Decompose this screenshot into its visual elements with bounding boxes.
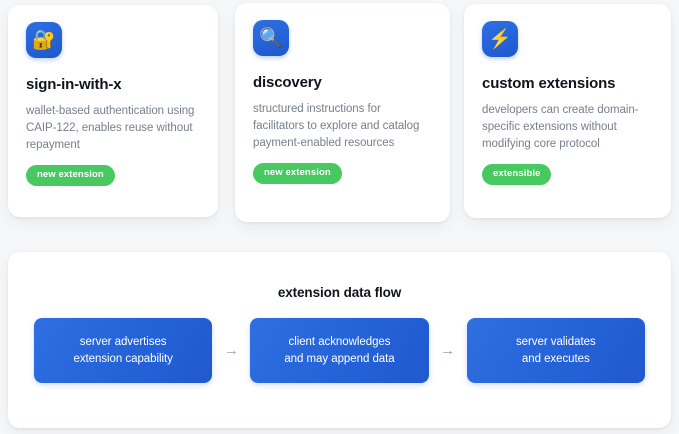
flow-step-line-1: server validates [515, 335, 596, 348]
card-title: sign-in-with-x [26, 76, 122, 93]
extension-cards-row: 🔐 sign-in-with-x wallet-based authentica… [8, 3, 671, 222]
status-badge: new extension [26, 165, 115, 186]
locked-with-key-icon: 🔐 [26, 22, 62, 58]
flow-panel-title: extension data flow [277, 285, 402, 300]
flow-arrow-icon: → [440, 342, 456, 359]
card-description: developers can create domain-specific ex… [482, 104, 639, 150]
status-badge: extensible [482, 164, 552, 185]
extension-card-discovery[interactable]: 🔍 discovery structured instructions for … [235, 3, 450, 222]
flow-step-server-advertises[interactable]: server advertises extension capability [34, 318, 213, 383]
flow-step-line-2: and may append data [284, 352, 395, 365]
flow-steps: server advertises extension capability →… [8, 318, 671, 383]
flow-step-line-1: client acknowledges [288, 335, 391, 348]
status-badge: new extension [253, 163, 342, 184]
extension-data-flow-panel: extension data flow server advertises ex… [8, 252, 671, 428]
lightning-bolt-icon: ⚡ [482, 21, 518, 57]
card-title: custom extensions [482, 75, 616, 92]
card-title: discovery [253, 74, 322, 91]
extension-card-sign-in-with-x[interactable]: 🔐 sign-in-with-x wallet-based authentica… [8, 5, 218, 217]
card-description: structured instructions for facilitators… [253, 103, 420, 149]
flow-step-line-2: extension capability [73, 352, 173, 365]
magnifying-glass-icon: 🔍 [253, 20, 289, 56]
flow-step-line-1: server advertises [79, 335, 167, 348]
flow-step-client-acknowledges[interactable]: client acknowledges and may append data [250, 318, 429, 383]
flow-step-server-validates[interactable]: server validates and executes [466, 318, 645, 383]
flow-step-line-2: and executes [521, 352, 590, 365]
flow-arrow-icon: → [223, 342, 239, 359]
extension-card-custom-extensions[interactable]: ⚡ custom extensions developers can creat… [464, 4, 671, 218]
card-description: wallet-based authentication using CAIP-1… [26, 105, 195, 151]
